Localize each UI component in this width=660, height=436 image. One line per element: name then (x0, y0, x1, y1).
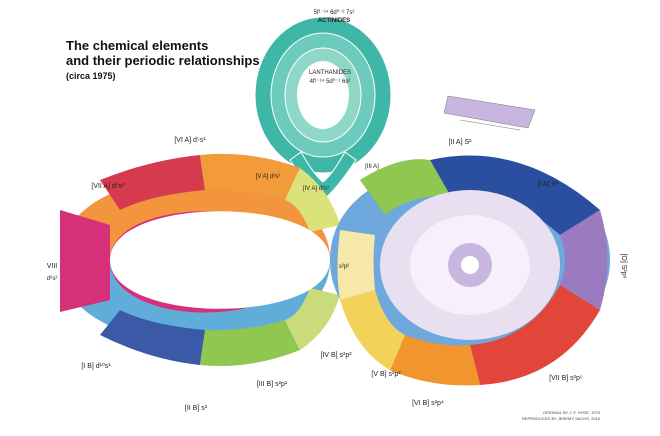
group-ivb-label: [IV B] s²p² (320, 352, 352, 359)
title-date: (circa 1975) (66, 71, 116, 81)
lanthanides-label: LANTHANIDES (309, 70, 351, 76)
group-ib-label: [I B] d¹⁰s¹ (81, 362, 111, 370)
title-line-2: and their periodic relationships (66, 53, 260, 68)
right-lobe (330, 155, 610, 386)
group-vib-label: [VI B] s²p⁴ (412, 400, 444, 407)
group-iva-label: [IV A] d²s² (303, 186, 329, 192)
group-viii-label: VIII (47, 263, 58, 270)
legend (443, 95, 536, 131)
lanthanides-config: 4f¹⁻¹⁴ 5d⁰⁻¹ 6s² (310, 78, 351, 85)
title-block: The chemical elements and their periodic… (66, 38, 260, 81)
group-via-label: [VI A] d⁵s¹ (174, 137, 206, 144)
actinides-label: ACTINIDES (318, 18, 350, 24)
group-vb-label: [V B] s²p³ (371, 371, 401, 378)
group-labels: 5f¹⁻¹⁴ 6d⁰⁻² 7s² ACTINIDES LANTHANIDES 4… (47, 9, 627, 412)
group-iib-label: [II B] s² (185, 405, 208, 412)
left-lobe (60, 153, 340, 366)
group-viia-label: [VII A] d⁵s² (91, 183, 125, 190)
group-viib-label: [VII B] s²p⁵ (549, 375, 583, 382)
group-o-label: [O] S²p⁶ (620, 253, 627, 278)
group-iia-label: [II A] S² (449, 139, 473, 146)
credits-line-2: REPRODUCED BY JEREMY SACHS, 2016 (522, 416, 601, 421)
credits-line-1: ORIGINAL BY J. F. HYDE, 1975 (543, 410, 601, 415)
actinide-loop (254, 16, 392, 201)
group-va-label: [V A] d³s² (256, 174, 281, 180)
group-ia-label: [I A] S¹ (537, 181, 559, 188)
group-iiia-label: [III A] (365, 164, 379, 170)
center-config-label: s²p² (339, 264, 349, 270)
actinides-config: 5f¹⁻¹⁴ 6d⁰⁻² 7s² (314, 9, 355, 16)
group-iiib-label: [III B] s²p¹ (257, 381, 288, 388)
title-line-1: The chemical elements (66, 38, 209, 53)
group-viii-config: d⁶s² (47, 275, 58, 282)
